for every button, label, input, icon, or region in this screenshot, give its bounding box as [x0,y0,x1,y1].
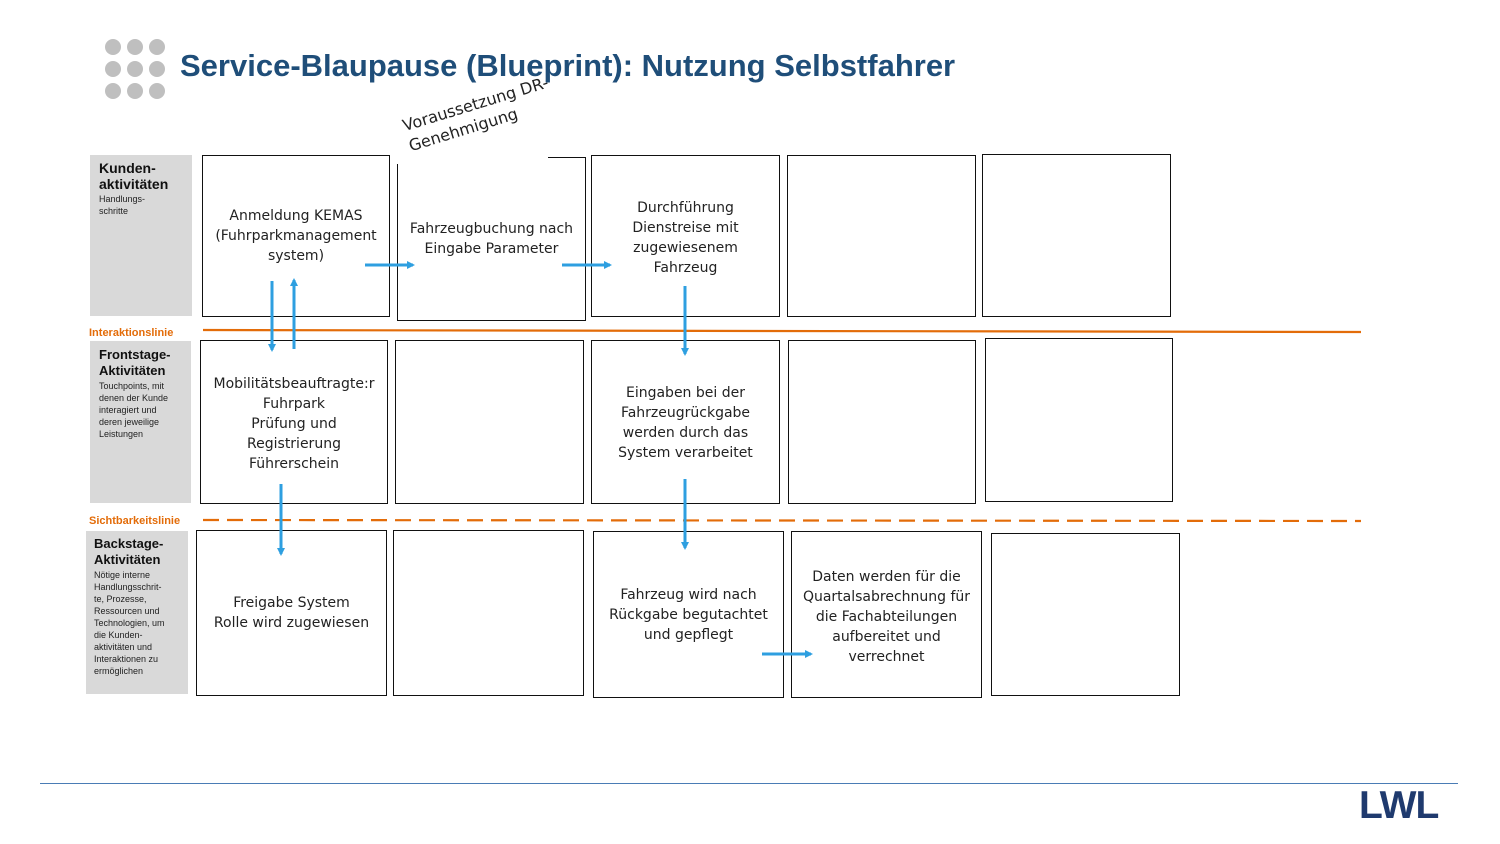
backstage-box-5 [991,533,1180,696]
interaction-line-label: Interaktionslinie [89,327,174,339]
note-mask [390,150,548,164]
frontstage-box-1: Mobilitätsbeauftragte:r Fuhrpark Prüfung… [200,340,388,504]
prerequisite-note: Voraussetzung DR- Genehmigung [400,72,551,156]
lane-desc-frontstage: Touchpoints, mit denen der Kunde interag… [99,381,169,439]
lane-desc-backstage: Nötige interne Handlungsschrit- te, Proz… [94,570,165,676]
customer-box-2: Fahrzeugbuchung nach Eingabe Parameter [397,157,586,321]
backstage-box-3: Fahrzeug wird nach Rückgabe begutachtet … [593,531,784,698]
frontstage-box-2 [395,340,584,504]
lane-label-customer: Kunden- aktivitäten Handlungs- schritte [90,155,192,316]
visibility-line-label: Sichtbarkeitslinie [89,515,181,527]
page-title: Service-Blaupause (Blueprint): Nutzung S… [180,48,956,83]
frontstage-box-5 [985,338,1173,502]
customer-box-5 [982,154,1171,317]
backstage-box-2 [393,530,584,696]
logo-dots-icon [105,39,165,99]
backstage-box-1: Freigabe System Rolle wird zugewiesen [196,530,387,696]
frontstage-box-3: Eingaben bei der Fahrzeugrückgabe werden… [591,340,780,504]
backstage-box-4: Daten werden für die Quartalsabrechnung … [791,531,982,698]
visibility-line [202,518,1362,523]
frontstage-box-4 [788,340,976,504]
customer-box-3: Durchführung Dienstreise mit zugewiesene… [591,155,780,317]
lwl-logo: LWL [1359,784,1439,827]
customer-box-4 [787,155,976,317]
lane-label-frontstage: Frontstage- Aktivitäten Touchpoints, mit… [90,341,191,503]
interaction-line [202,328,1362,334]
lane-title-backstage: Backstage- Aktivitäten [94,536,164,567]
lane-label-backstage: Backstage- Aktivitäten Nötige interne Ha… [86,531,188,694]
customer-box-1: Anmeldung KEMAS (Fuhrparkmanagement syst… [202,155,390,317]
lane-desc-customer: Handlungs- schritte [99,194,146,216]
footer-divider [40,783,1458,784]
lane-title-customer: Kunden- aktivitäten [99,160,169,192]
lane-title-frontstage: Frontstage- Aktivitäten [99,347,171,378]
